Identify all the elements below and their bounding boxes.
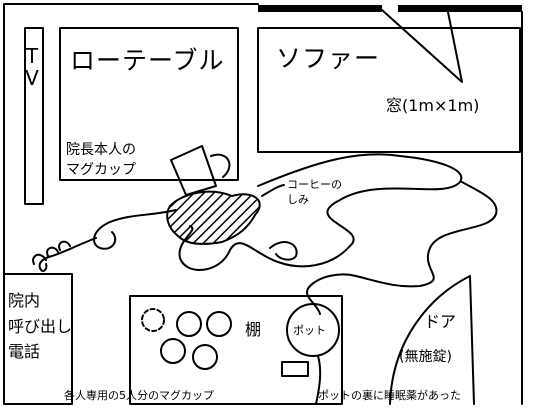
pill-pointer bbox=[315, 355, 322, 405]
tv-label: TV bbox=[20, 44, 44, 88]
coffee-stain-shape bbox=[166, 190, 261, 245]
coffee-trail-loop bbox=[269, 241, 298, 261]
coffee-trail-tail bbox=[306, 181, 498, 315]
tv-shape bbox=[24, 27, 44, 205]
door-lock-label: (無施錠) bbox=[399, 349, 452, 365]
pot-label: ポット bbox=[293, 324, 326, 337]
pill-box-shape bbox=[281, 361, 309, 377]
window-bar-left bbox=[258, 5, 382, 12]
window-label: 窓(1m×1m) bbox=[386, 96, 480, 115]
mug-1 bbox=[176, 311, 202, 337]
door-shape bbox=[389, 275, 475, 405]
hospital-phone-label: 院内 呼び出し 電話 bbox=[8, 291, 73, 362]
hospital-phone-shape bbox=[3, 273, 73, 405]
coffee-stain-pointer bbox=[261, 184, 285, 197]
phone-cord bbox=[38, 209, 177, 272]
director-mug-shape bbox=[170, 145, 231, 196]
mug-4 bbox=[192, 344, 218, 370]
coffee-stain-label: コーヒーの しみ bbox=[287, 178, 342, 206]
shelf-label: 棚 bbox=[245, 320, 262, 339]
pill-caption: ポットの裏に睡眠薬があった bbox=[318, 389, 461, 402]
window-bar-right bbox=[398, 5, 522, 12]
shelf-shape bbox=[129, 295, 343, 405]
low-table-shape bbox=[59, 27, 239, 181]
director-mug-label: 院長本人の マグカップ bbox=[66, 142, 136, 179]
mug-2 bbox=[206, 311, 232, 337]
pot-shape bbox=[286, 303, 340, 357]
sofa-label: ソファー bbox=[276, 44, 381, 73]
sofa-shape bbox=[257, 27, 521, 153]
mug-dashed bbox=[141, 308, 165, 332]
coffee-trail bbox=[178, 153, 463, 271]
room-wall bbox=[3, 3, 523, 405]
door-label: ドア bbox=[424, 312, 457, 331]
mug-3 bbox=[160, 338, 186, 364]
low-table-label: ローテーブル bbox=[70, 46, 225, 75]
mugs-caption: 各人専用の5人分のマグカップ bbox=[64, 389, 214, 402]
phone-cord-coil bbox=[32, 240, 71, 265]
window-pointer bbox=[381, 9, 463, 83]
